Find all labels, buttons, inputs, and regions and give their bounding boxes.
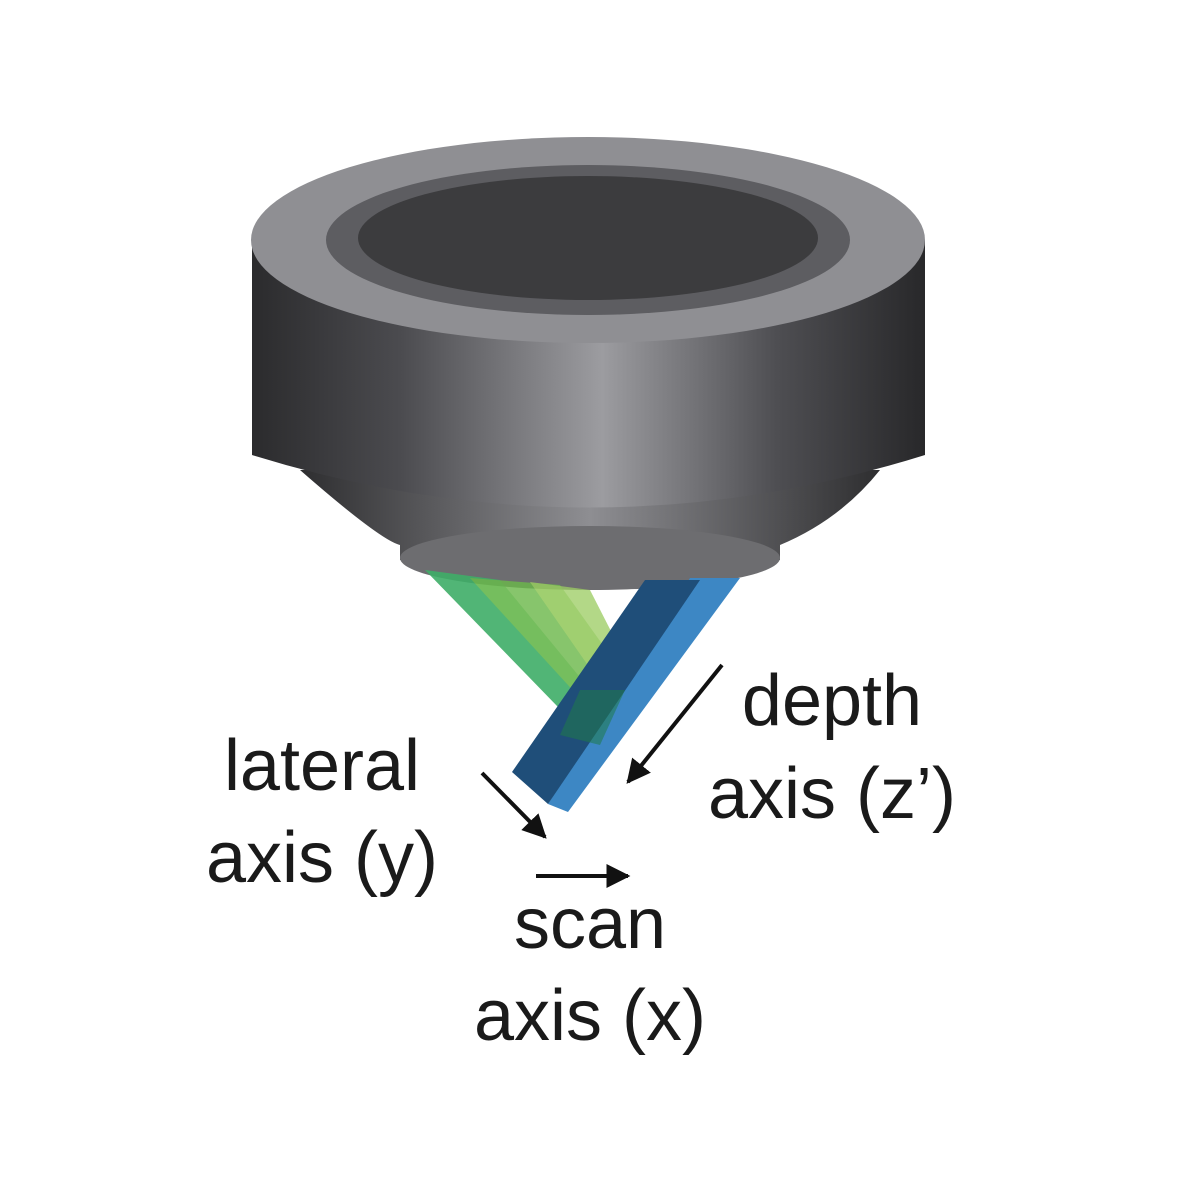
- light-sheet-overlap: [560, 690, 625, 745]
- light-sheet: [512, 578, 740, 812]
- objective-nose-bottom: [400, 526, 780, 590]
- objective-lens: [251, 137, 925, 590]
- lateral-label-line1: lateral: [224, 726, 420, 806]
- lateral-axis-arrow: [480, 771, 547, 839]
- scan-label-line1: scan: [514, 884, 666, 964]
- objective-aperture: [358, 176, 818, 300]
- light-sheet-side: [548, 578, 740, 812]
- scan-label-line2: axis (x): [474, 976, 706, 1056]
- depth-axis-arrow: [626, 663, 724, 784]
- lateral-label-line2: axis (y): [206, 818, 438, 898]
- depth-label-line2: axis (z’): [708, 754, 956, 834]
- depth-label-line1: depth: [742, 661, 922, 741]
